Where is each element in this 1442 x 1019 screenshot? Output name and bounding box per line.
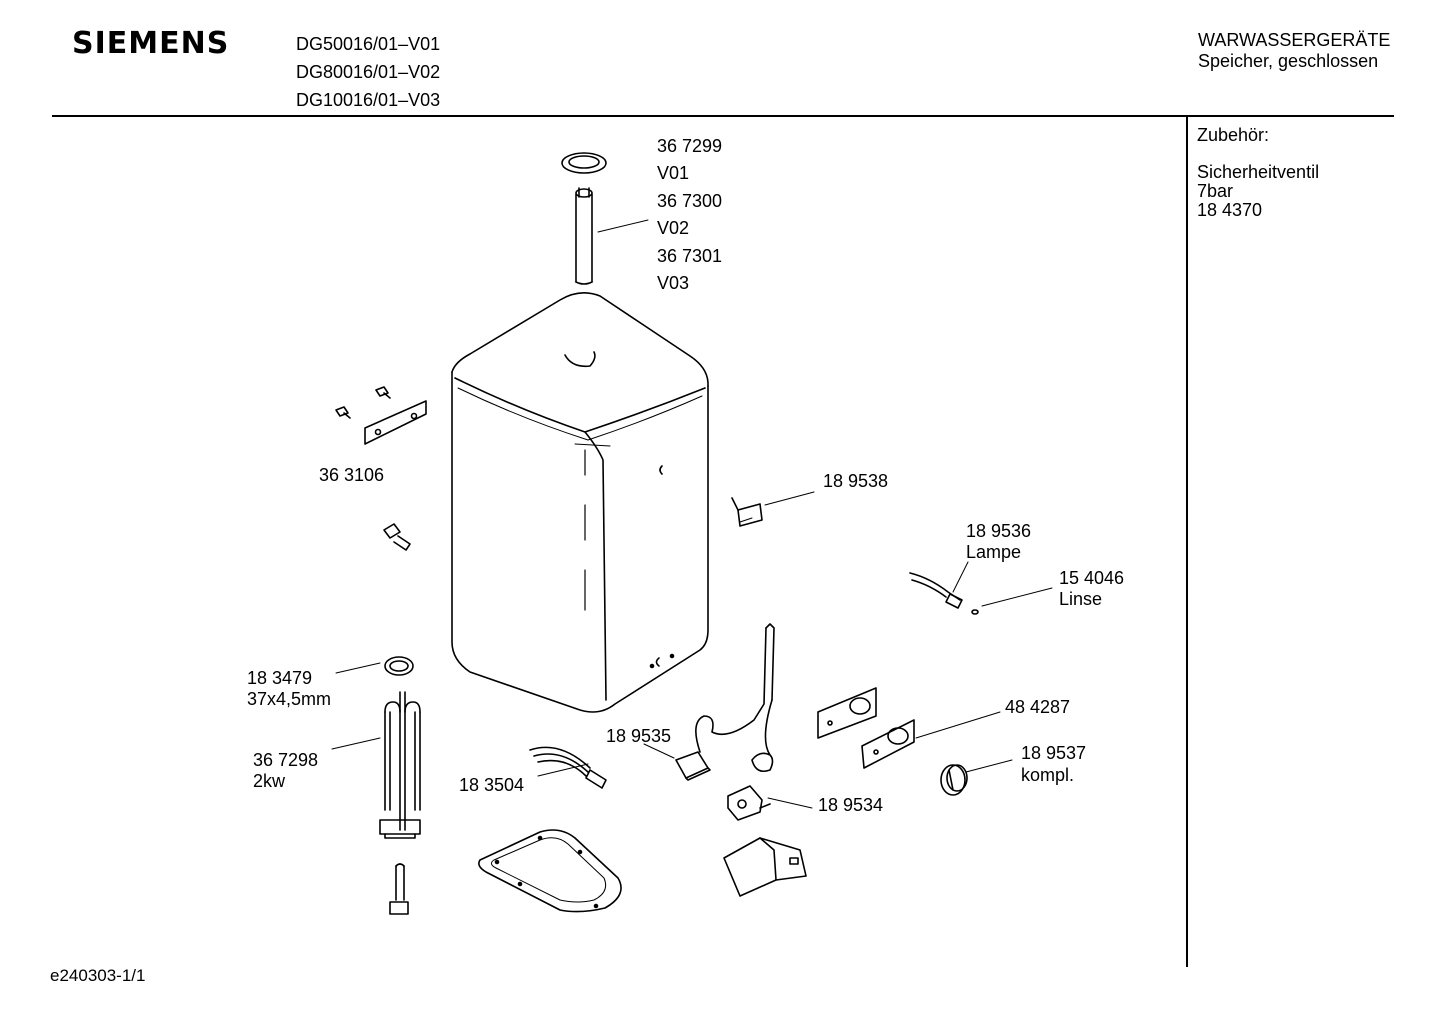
accessory-line: 7bar bbox=[1197, 181, 1234, 201]
anode-bolt bbox=[389, 863, 409, 915]
part-number-label: 36 7298 bbox=[253, 750, 319, 770]
part-description: 2kw bbox=[253, 771, 286, 791]
model-number: DG10016/01–V03 bbox=[296, 90, 441, 110]
leader-line bbox=[597, 219, 649, 233]
accessory-line: 18 4370 bbox=[1197, 200, 1263, 220]
drain-bolt bbox=[383, 523, 411, 551]
cable-sensor bbox=[529, 746, 607, 789]
part-number-label: 36 3106 bbox=[319, 465, 385, 485]
variant-label: V01 bbox=[657, 163, 690, 183]
part-number-label: 18 9538 bbox=[823, 471, 889, 491]
leader-line bbox=[915, 711, 1001, 739]
model-number: DG50016/01–V01 bbox=[296, 34, 441, 54]
leader-line bbox=[952, 561, 969, 593]
heating-element bbox=[379, 691, 421, 839]
model-list: DG50016/01–V01 DG80016/01–V02 DG10016/01… bbox=[296, 30, 440, 114]
part-number-label: 36 7299 bbox=[657, 136, 723, 156]
part-number-label: 48 4287 bbox=[1005, 697, 1071, 717]
leader-line bbox=[643, 743, 675, 759]
part-description: 37x4,5mm bbox=[247, 689, 332, 709]
leader-line bbox=[331, 737, 381, 750]
leader-line bbox=[767, 797, 813, 809]
lens-part bbox=[971, 609, 979, 615]
leader-line bbox=[537, 763, 589, 777]
leader-line bbox=[335, 662, 381, 674]
heater-seal-ring bbox=[384, 656, 414, 676]
temperature-regulator bbox=[727, 785, 771, 821]
accessories-heading: Zubehör: bbox=[1197, 125, 1270, 145]
brand-logo: SIEMENS bbox=[72, 26, 230, 61]
drawing-id: e240303-1/1 bbox=[50, 966, 146, 985]
part-description: Linse bbox=[1059, 589, 1103, 609]
category-block: WARWASSERGERÄTE Speicher, geschlossen bbox=[1198, 30, 1390, 72]
part-description: Lampe bbox=[966, 542, 1022, 562]
model-number: DG80016/01–V02 bbox=[296, 62, 441, 82]
sidebar-divider bbox=[1186, 117, 1188, 967]
support-bracket bbox=[723, 837, 807, 897]
part-number-label: 18 3479 bbox=[247, 668, 313, 688]
control-knob bbox=[940, 764, 968, 796]
category-subtitle: Speicher, geschlossen bbox=[1198, 51, 1379, 71]
indicator-lamp bbox=[909, 572, 963, 609]
part-description: kompl. bbox=[1021, 765, 1075, 785]
cover-plate-front bbox=[861, 719, 915, 769]
part-number-label: 18 9537 bbox=[1021, 743, 1087, 763]
pipe-part bbox=[575, 187, 593, 285]
part-number-label: 15 4046 bbox=[1059, 568, 1125, 588]
part-number-label: 18 9535 bbox=[606, 726, 672, 746]
leader-line bbox=[965, 759, 1013, 773]
top-gasket-ring bbox=[561, 152, 607, 174]
part-number-label: 18 3504 bbox=[459, 775, 525, 795]
accessories-panel: Zubehör: Sicherheitventil 7bar 18 4370 bbox=[1197, 126, 1319, 220]
category-title: WARWASSERGERÄTE bbox=[1198, 30, 1391, 50]
variant-label: V02 bbox=[657, 218, 690, 238]
accessory-line: Sicherheitventil bbox=[1197, 162, 1320, 182]
variant-label: V03 bbox=[657, 273, 690, 293]
header-divider bbox=[52, 115, 1394, 117]
water-tank bbox=[451, 292, 709, 713]
leader-line bbox=[981, 587, 1053, 607]
part-number-label: 36 7301 bbox=[657, 246, 723, 266]
part-number-label: 18 9536 bbox=[966, 521, 1032, 541]
flange-gasket bbox=[478, 829, 622, 913]
thermostat-knob bbox=[731, 497, 763, 527]
mounting-bracket bbox=[335, 386, 427, 445]
part-number-label: 36 7300 bbox=[657, 191, 723, 211]
leader-line bbox=[764, 491, 815, 506]
part-number-label: 18 9534 bbox=[818, 795, 884, 815]
thermostat-capillary bbox=[675, 623, 775, 781]
cover-plate-rear bbox=[817, 687, 877, 739]
